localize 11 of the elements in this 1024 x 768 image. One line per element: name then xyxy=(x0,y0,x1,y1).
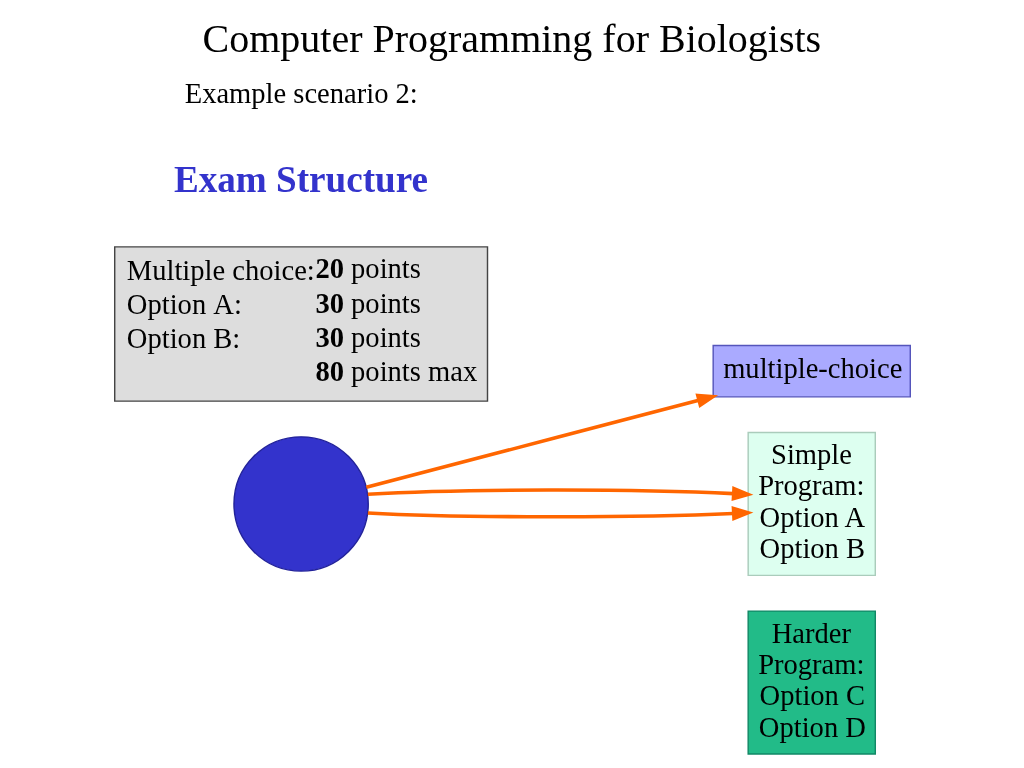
node-box: Simple Program: Option A Option B xyxy=(746,431,876,577)
node-box: Multiple choice:20 points Option A: 30 points Option B: 30 points 80 points max xyxy=(113,246,488,402)
label: Exam Structure xyxy=(173,158,428,200)
arrow xyxy=(367,486,753,502)
diagram-title: Computer Programming for Biologists xyxy=(202,15,821,61)
node-box: Harder Program: Option C Option D xyxy=(746,610,876,755)
node-box: multiple-choice xyxy=(711,344,911,398)
node-circle xyxy=(232,436,369,572)
arrow xyxy=(367,506,753,522)
label: Example scenario 2: xyxy=(184,77,418,109)
arrow xyxy=(365,393,718,490)
